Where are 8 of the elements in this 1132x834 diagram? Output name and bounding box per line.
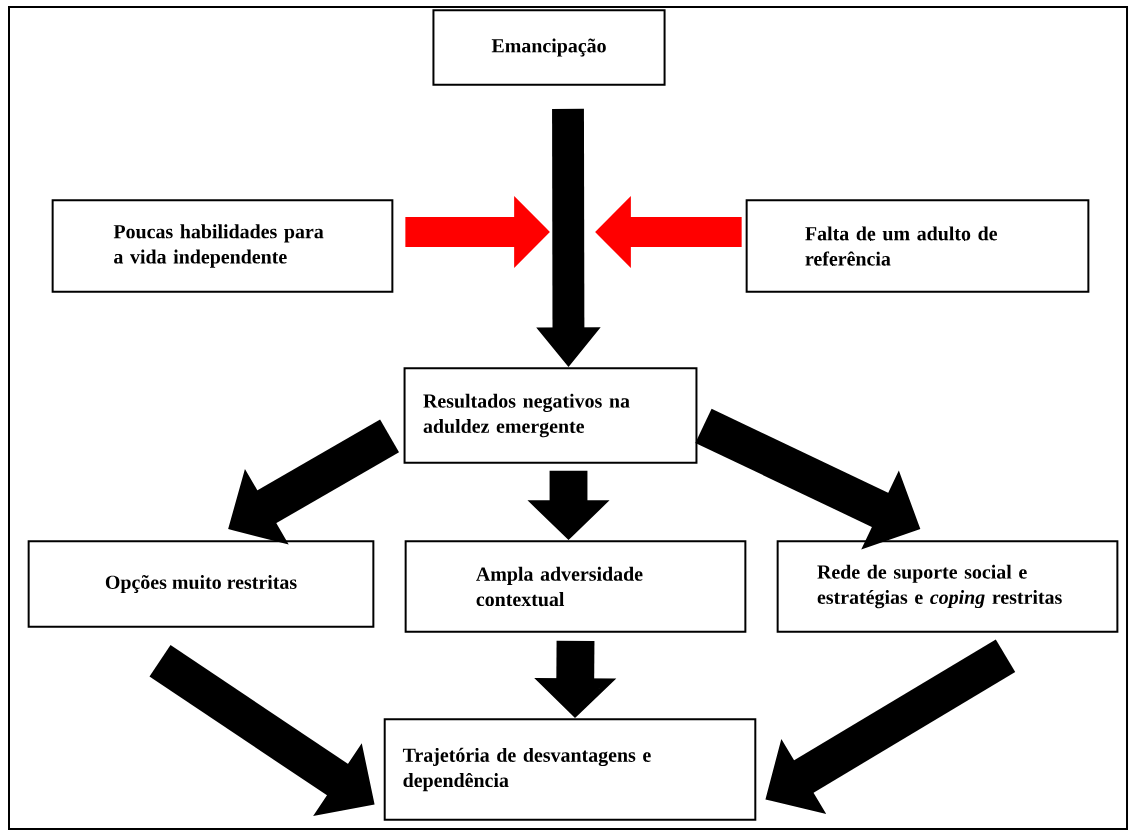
text-box: Ampla adversidade contextual <box>404 540 747 633</box>
text-box: Opções muito restritas <box>27 540 375 628</box>
text-box: Resultados negativos na aduldez emergente <box>403 367 698 464</box>
text-box: Emancipação <box>432 9 666 86</box>
text-box: Trajetória de desvantagens e dependência <box>383 718 757 821</box>
text-box: Poucas habilidades para a vida independente <box>51 199 394 293</box>
text-box: Rede de suporte social e estratégias e coping restritas <box>776 540 1119 633</box>
text-box: Falta de um adulto de referência <box>745 199 1090 293</box>
